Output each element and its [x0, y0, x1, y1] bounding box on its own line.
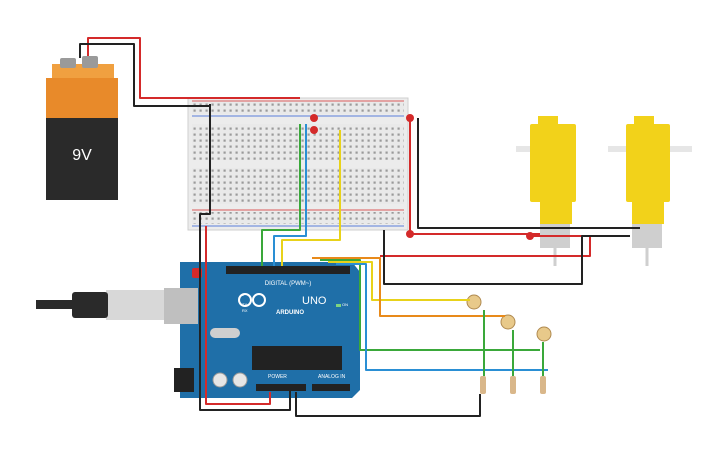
breadboard-power-rail-top[interactable]: [192, 102, 404, 114]
analog-header[interactable]: [312, 384, 350, 391]
wire-green[interactable]: [261, 124, 301, 266]
usb-plug: [106, 290, 164, 320]
led-l-label: L: [242, 292, 245, 297]
digital-header-label: DIGITAL (PWM~): [265, 281, 312, 287]
led-on-label: ON: [342, 302, 348, 307]
battery-band: [46, 78, 118, 118]
motor-gearbox: [530, 124, 576, 202]
motor-mount: [634, 116, 654, 126]
motor-shaft: [670, 146, 692, 152]
battery-label: 9V: [72, 147, 92, 164]
battery-body: [46, 118, 118, 200]
wire-red[interactable]: [409, 118, 540, 235]
wire-orange[interactable]: [312, 257, 505, 317]
motor-shaft: [608, 146, 628, 152]
breadboard-terminal-strip-bottom[interactable]: [192, 168, 404, 204]
wire-black[interactable]: [383, 230, 630, 285]
power-led: [336, 304, 341, 307]
capacitor: [232, 372, 248, 388]
resistor[interactable]: [540, 376, 546, 394]
arduino-logo: [238, 293, 266, 307]
arduino-uno[interactable]: DIGITAL (PWM~) ARDUINO UNO L TX RX ON PO…: [164, 262, 360, 398]
wire-black[interactable]: [417, 118, 640, 229]
breadboard-power-rail-bottom[interactable]: [192, 212, 404, 224]
usb-cable[interactable]: [36, 290, 164, 320]
motor-mount: [538, 116, 558, 126]
photoresistor[interactable]: [536, 326, 552, 342]
resistor[interactable]: [480, 376, 486, 394]
breadboard-body: [187, 97, 409, 231]
usb-cord: [36, 300, 74, 309]
power-jack[interactable]: [174, 368, 194, 392]
motor-housing: [540, 200, 572, 224]
wire-black[interactable]: [199, 104, 291, 411]
wire-black[interactable]: [79, 43, 210, 107]
power-header-label: POWER: [268, 374, 287, 380]
wire-junctions: [310, 114, 534, 240]
wire-blue[interactable]: [336, 263, 548, 371]
atmega-chip: [252, 346, 342, 370]
arduino-logo-text: ARDUINO: [276, 310, 304, 316]
wire-yellow[interactable]: [281, 130, 341, 266]
led-rx-label: RX: [242, 308, 248, 313]
crystal-oscillator: [210, 328, 240, 338]
analog-header-label: ANALOG IN: [318, 374, 346, 380]
power-header[interactable]: [256, 384, 306, 391]
resistor[interactable]: [510, 376, 516, 394]
capacitor: [212, 372, 228, 388]
wire-black[interactable]: [295, 392, 481, 417]
usb-plug-body: [72, 292, 108, 318]
battery-terminal-positive[interactable]: [82, 56, 98, 68]
wire-green[interactable]: [320, 259, 540, 351]
wire-blue[interactable]: [273, 124, 307, 266]
dc-motor-right[interactable]: [608, 116, 692, 266]
breadboard-terminal-strip-top[interactable]: [192, 124, 404, 160]
led-tx-label: TX: [242, 302, 247, 307]
photoresistor[interactable]: [500, 314, 516, 330]
wire-red[interactable]: [380, 235, 591, 257]
motor-housing: [632, 200, 664, 224]
digital-header[interactable]: [226, 266, 350, 274]
arduino-model-label: UNO: [302, 295, 327, 307]
wire-yellow[interactable]: [328, 261, 470, 301]
wire-red[interactable]: [87, 37, 300, 99]
dc-motor-left[interactable]: [516, 116, 576, 266]
battery-9v[interactable]: 9V: [46, 56, 118, 200]
photoresistor[interactable]: [466, 294, 482, 310]
breadboard[interactable]: [187, 97, 409, 231]
battery-terminal-negative[interactable]: [60, 58, 76, 68]
motor-gearbox: [626, 124, 670, 202]
wire-red[interactable]: [205, 226, 271, 405]
motor-shaft: [516, 146, 530, 152]
usb-port[interactable]: [164, 288, 198, 324]
